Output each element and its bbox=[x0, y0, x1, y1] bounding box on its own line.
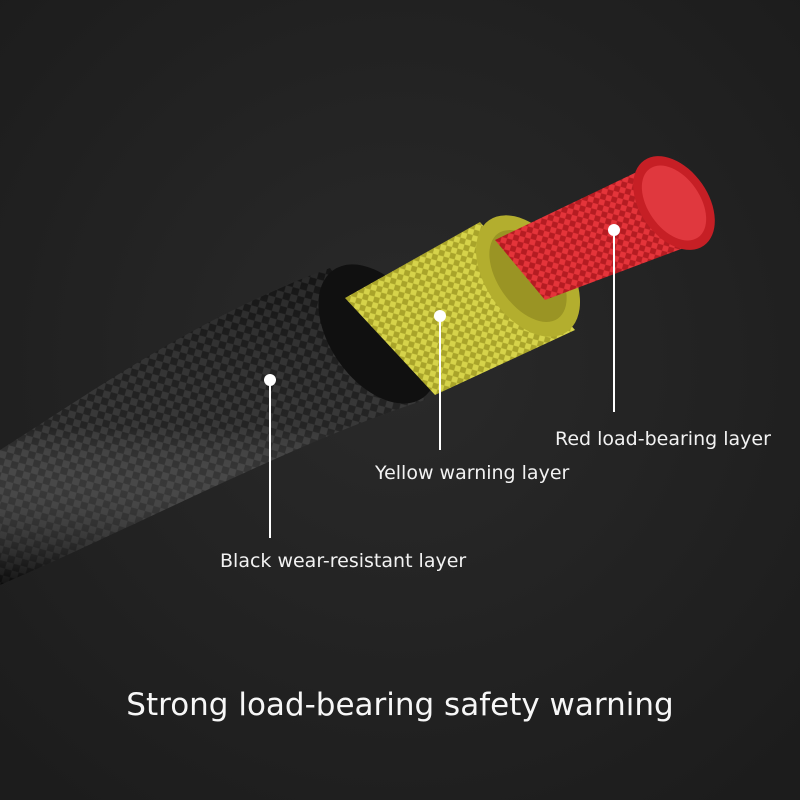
caption: Strong load-bearing safety warning bbox=[126, 687, 674, 723]
red-load-bearing-layer bbox=[495, 156, 715, 300]
label-yellow-warning-layer: Yellow warning layer bbox=[375, 462, 570, 484]
callout-black bbox=[264, 374, 276, 538]
label-black-wear-resistant-layer: Black wear-resistant layer bbox=[220, 550, 467, 572]
label-red-load-bearing-layer: Red load-bearing layer bbox=[555, 428, 771, 450]
callout-red bbox=[608, 224, 620, 412]
callout-yellow bbox=[434, 310, 446, 450]
